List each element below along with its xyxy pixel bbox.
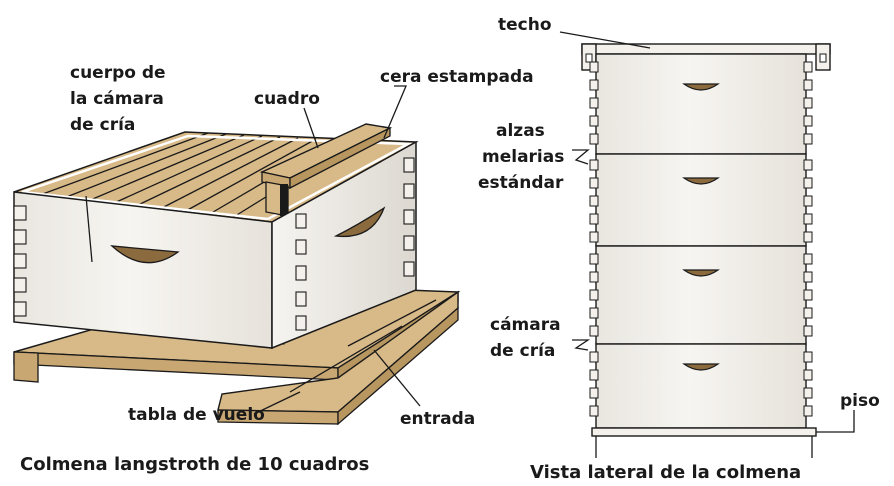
floor xyxy=(591,427,817,458)
label-brood-body-1: cuerpo de xyxy=(70,63,166,83)
label-brood-1: cámara xyxy=(490,315,561,335)
brood-box-front xyxy=(13,191,285,349)
hive-side-view xyxy=(559,31,855,458)
label-brood-body-2: la cámara xyxy=(70,89,164,109)
roof xyxy=(581,43,831,71)
label-frame: cuadro xyxy=(254,89,320,109)
label-supers-3: estándar xyxy=(478,173,564,193)
handle-side xyxy=(333,206,386,238)
super-3 xyxy=(595,245,807,345)
label-foundation: cera estampada xyxy=(380,67,534,87)
label-brood-2: de cría xyxy=(490,341,555,361)
brood-chamber xyxy=(595,343,807,429)
handle-front xyxy=(110,245,180,264)
label-supers-2: melarias xyxy=(482,147,564,167)
super-1 xyxy=(595,53,807,155)
frame-lifted xyxy=(259,123,393,217)
super-2 xyxy=(595,153,807,247)
label-floor: piso xyxy=(840,391,880,411)
caption-left: Colmena langstroth de 10 cuadros xyxy=(20,454,369,475)
label-roof: techo xyxy=(498,15,552,35)
label-landing-board: tabla de vuelo xyxy=(128,405,265,425)
label-supers-1: alzas xyxy=(496,121,545,141)
caption-right: Vista lateral de la colmena xyxy=(530,462,801,483)
langstroth-hive-illustration xyxy=(13,85,461,426)
brood-box-side xyxy=(271,140,417,350)
label-brood-body-3: de cría xyxy=(70,115,135,135)
label-entrance: entrada xyxy=(400,409,475,429)
